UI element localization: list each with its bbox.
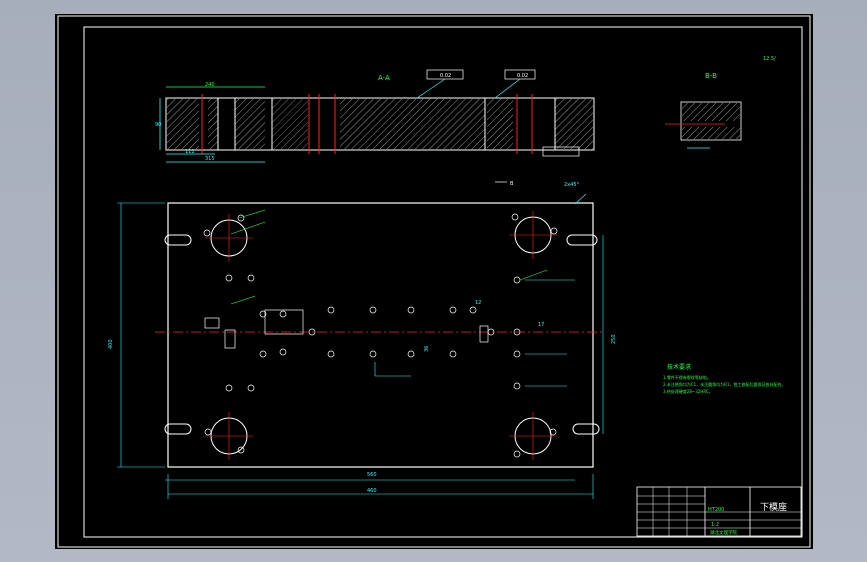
section-bb-label: B-B	[705, 72, 717, 80]
dim-560: 560	[367, 472, 377, 478]
flatness-value: 0.02	[440, 73, 451, 79]
title-block	[636, 486, 802, 537]
cad-drawing: A-A 240 111 315 90 0.02 0.02 B-B 12.5/	[57, 15, 811, 548]
tech-req-line-3: 3.热处理硬度28~32HRC。	[663, 388, 713, 394]
dim-17: 17	[538, 322, 544, 328]
drawing-canvas[interactable]: A-A 240 111 315 90 0.02 0.02 B-B 12.5/	[55, 14, 813, 549]
plan-view	[117, 181, 605, 499]
title-block-school: 湖北文理学院	[710, 529, 737, 536]
dim-90: 90	[155, 122, 161, 128]
inner-border	[83, 26, 803, 538]
dim-36: 36	[424, 346, 430, 352]
dim-2x45: 2x45°	[564, 182, 580, 188]
dim-111: 111	[185, 149, 195, 155]
title-block-scale: 1:2	[711, 522, 719, 528]
roughness-note: 12.5/	[763, 56, 776, 62]
dim-12: 12	[475, 300, 481, 306]
outer-border	[57, 15, 811, 548]
title-block-material: HT200	[708, 507, 724, 513]
tech-req-title: 技术要求	[667, 363, 691, 371]
section-bb-view	[665, 101, 742, 149]
view-b-label: B	[510, 181, 514, 187]
dim-240: 240	[205, 82, 215, 88]
dim-250: 250	[611, 334, 617, 344]
section-aa-label: A-A	[378, 74, 390, 82]
dim-400: 400	[108, 339, 114, 349]
section-aa-view	[159, 69, 595, 163]
dim-460: 460	[367, 488, 377, 494]
parallel-value: 0.02	[517, 73, 528, 79]
dim-315: 315	[205, 156, 215, 162]
title-block-name: 下模座	[760, 501, 787, 513]
tech-req-line-1: 1.零件不得有裂纹等缺陷。	[663, 374, 711, 380]
tech-req-line-2: 2.未注倒角均为C1，未注圆角均为R1，钳工修配后要保证各处配合。	[663, 381, 785, 387]
